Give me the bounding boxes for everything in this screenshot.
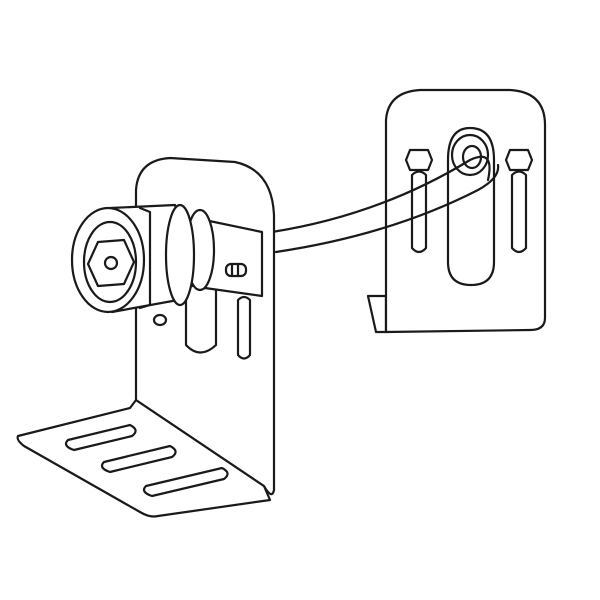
bolt-center (103, 255, 119, 271)
right-right-slot (510, 170, 528, 254)
threaded-stud-icon (224, 262, 248, 278)
left-bracket-base (16, 398, 272, 518)
right-bracket-base-fold (366, 294, 388, 334)
right-bracket-plate (384, 88, 547, 334)
cable-top-edge (270, 155, 491, 234)
cable-bottom-edge (274, 163, 500, 254)
base-slot-3 (142, 466, 229, 498)
small-screw (152, 313, 168, 327)
right-left-slot (410, 170, 428, 254)
hex-bolt-head-icon (86, 238, 136, 288)
right-right-bolt-head-icon (504, 148, 534, 172)
plate-slot-small (236, 295, 252, 360)
cable (270, 155, 500, 254)
collar (164, 203, 196, 307)
right-center-slot (446, 126, 496, 287)
base-slot-2 (100, 444, 177, 474)
cylinder-assembly (70, 203, 216, 314)
right-left-bolt-head-icon (404, 148, 434, 172)
cylinder-band (138, 206, 152, 310)
base-slot-1 (64, 423, 137, 452)
right-bracket (366, 88, 547, 334)
